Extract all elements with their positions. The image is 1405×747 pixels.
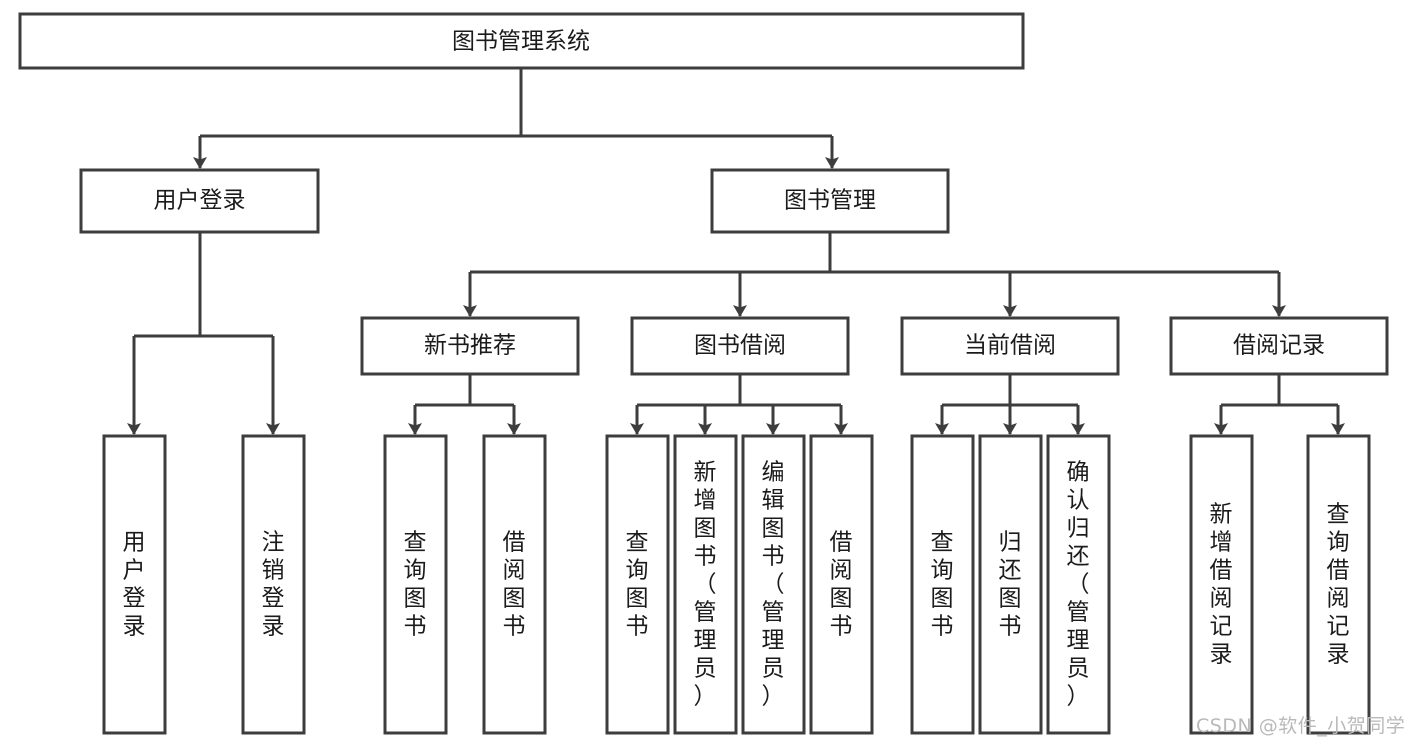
node-book-manage[interactable]: 图书管理 bbox=[710, 168, 950, 234]
leaf-book-borrow-3[interactable]: 借阅图书 bbox=[809, 434, 874, 735]
leaf-book-borrow-0[interactable]: 查询图书 bbox=[605, 434, 670, 735]
node-book-borrow-box[interactable] bbox=[630, 316, 850, 376]
leaf-borrow-record-1-label: 查询借阅记录 bbox=[1327, 501, 1350, 667]
node-book-manage-box[interactable] bbox=[710, 168, 950, 234]
node-root-box[interactable] bbox=[18, 12, 1025, 70]
node-user-login-box[interactable] bbox=[79, 168, 320, 234]
leaf-book-borrow-1[interactable]: 新增图书（管理员） bbox=[673, 434, 738, 735]
leaf-new-book-1[interactable]: 借阅图书 bbox=[482, 434, 547, 735]
node-root-label: 图书管理系统 bbox=[452, 29, 590, 55]
leaf-current-borrow-2-label: 确认归还（管理员） bbox=[1067, 459, 1090, 709]
leaf-book-borrow-1-box[interactable] bbox=[673, 434, 738, 735]
leaf-current-borrow-0[interactable]: 查询图书 bbox=[910, 434, 975, 735]
node-new-book-recommend-box[interactable] bbox=[360, 316, 580, 376]
leaf-book-borrow-3-label: 借阅图书 bbox=[830, 529, 853, 639]
leaf-current-borrow-2-box[interactable] bbox=[1046, 434, 1111, 735]
leaf-current-borrow-1[interactable]: 归还图书 bbox=[978, 434, 1043, 735]
leaf-borrow-record-1-box[interactable] bbox=[1306, 434, 1371, 735]
leaf-new-book-0-box[interactable] bbox=[383, 434, 448, 735]
leaf-user-login-1[interactable]: 注销登录 bbox=[241, 434, 306, 735]
leaf-current-borrow-0-box[interactable] bbox=[910, 434, 975, 735]
csdn-watermark: CSDN @软件_小贺同学 bbox=[1196, 715, 1405, 737]
leaf-user-login-1-box[interactable] bbox=[241, 434, 306, 735]
leaf-new-book-0[interactable]: 查询图书 bbox=[383, 434, 448, 735]
leaf-current-borrow-2[interactable]: 确认归还（管理员） bbox=[1046, 434, 1111, 735]
node-current-borrow[interactable]: 当前借阅 bbox=[900, 316, 1120, 376]
node-user-login[interactable]: 用户登录 bbox=[79, 168, 320, 234]
leaf-current-borrow-0-label: 查询图书 bbox=[931, 529, 954, 639]
leaf-user-login-0[interactable]: 用户登录 bbox=[102, 434, 167, 735]
node-current-borrow-label: 当前借阅 bbox=[964, 333, 1056, 359]
node-book-manage-label: 图书管理 bbox=[784, 188, 876, 214]
node-user-login-label: 用户登录 bbox=[154, 188, 246, 214]
leaf-book-borrow-0-box[interactable] bbox=[605, 434, 670, 735]
node-borrow-record-label: 借阅记录 bbox=[1233, 333, 1325, 359]
leaf-new-book-1-box[interactable] bbox=[482, 434, 547, 735]
leaf-book-borrow-2-label: 编辑图书（管理员） bbox=[762, 459, 785, 709]
node-new-book-recommend-label: 新书推荐 bbox=[424, 333, 516, 359]
leaf-user-login-0-label: 用户登录 bbox=[123, 529, 146, 639]
leaf-book-borrow-3-box[interactable] bbox=[809, 434, 874, 735]
node-new-book-recommend[interactable]: 新书推荐 bbox=[360, 316, 580, 376]
leaf-borrow-record-0-box[interactable] bbox=[1189, 434, 1254, 735]
leaf-user-login-0-box[interactable] bbox=[102, 434, 167, 735]
node-root[interactable]: 图书管理系统 bbox=[18, 12, 1025, 70]
leaf-current-borrow-1-box[interactable] bbox=[978, 434, 1043, 735]
leaf-book-borrow-2-box[interactable] bbox=[741, 434, 806, 735]
leaf-user-login-1-label: 注销登录 bbox=[262, 529, 285, 639]
leaf-book-borrow-2[interactable]: 编辑图书（管理员） bbox=[741, 434, 806, 735]
leaf-borrow-record-1[interactable]: 查询借阅记录 bbox=[1306, 434, 1371, 735]
node-borrow-record[interactable]: 借阅记录 bbox=[1169, 316, 1389, 376]
leaf-borrow-record-0-label: 新增借阅记录 bbox=[1210, 501, 1233, 667]
leaf-book-borrow-0-label: 查询图书 bbox=[626, 529, 649, 639]
leaf-new-book-0-label: 查询图书 bbox=[404, 529, 427, 639]
node-book-borrow[interactable]: 图书借阅 bbox=[630, 316, 850, 376]
node-book-borrow-label: 图书借阅 bbox=[694, 333, 786, 359]
leaf-book-borrow-1-label: 新增图书（管理员） bbox=[694, 459, 717, 709]
node-borrow-record-box[interactable] bbox=[1169, 316, 1389, 376]
leaf-borrow-record-0[interactable]: 新增借阅记录 bbox=[1189, 434, 1254, 735]
leaf-new-book-1-label: 借阅图书 bbox=[503, 529, 526, 639]
node-current-borrow-box[interactable] bbox=[900, 316, 1120, 376]
connectors bbox=[127, 68, 1345, 435]
leaf-current-borrow-1-label: 归还图书 bbox=[999, 529, 1022, 639]
